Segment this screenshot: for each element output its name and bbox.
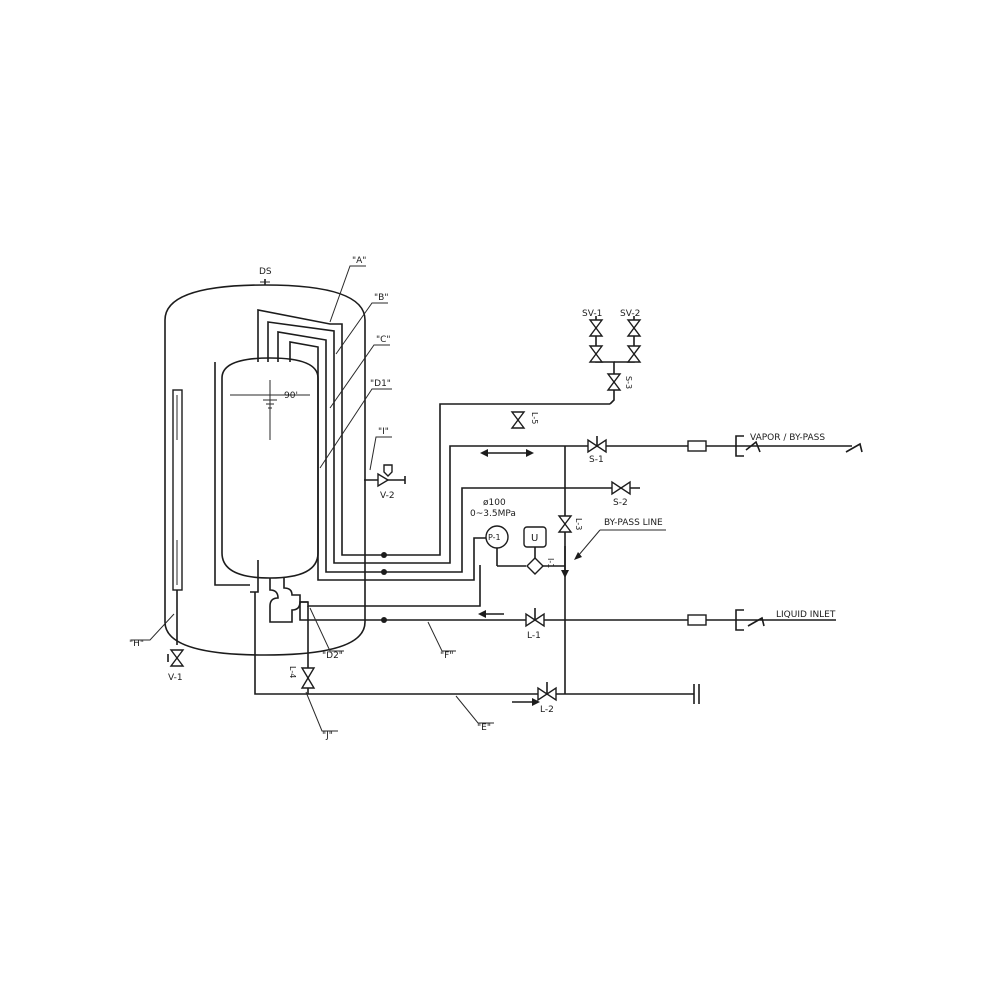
callout-a: "A" (352, 256, 366, 266)
drain-line (254, 592, 700, 706)
inner-piping (214, 309, 720, 623)
vapor-bypass-label: VAPOR / BY-PASS (750, 433, 825, 443)
callout-d2: "D2" (322, 651, 343, 661)
valve-l1-label: L-1 (527, 631, 541, 641)
valve-v2[interactable] (364, 464, 406, 488)
valve-l3[interactable] (557, 515, 573, 533)
junction-dot (381, 617, 387, 623)
valve-v2-label: V-2 (380, 491, 395, 501)
junction-dot (381, 569, 387, 575)
flow-arrows (478, 449, 569, 618)
valve-s1-label: S-1 (589, 455, 604, 465)
valve-sv2[interactable] (626, 319, 642, 363)
gauge-size-label: ø100 (483, 498, 506, 508)
right-piping (564, 316, 852, 694)
junction-dots (381, 552, 387, 623)
level-indicator-label: U (531, 533, 538, 544)
valve-v1-label: V-1 (168, 673, 183, 683)
callouts: "A" "B" "C" "D1" "I" "H" "D2" "F" "E" "J… (129, 256, 494, 741)
valve-l5-label: L-5 (530, 412, 539, 424)
callout-b: "B" (374, 293, 388, 303)
valve-s2-label: S-2 (613, 498, 628, 508)
ds-label: DS (259, 267, 272, 277)
valve-l1[interactable] (525, 608, 545, 628)
valve-i1[interactable] (526, 557, 544, 575)
valve-i1-label: I-1 (546, 558, 555, 568)
bypass-line-label: BY-PASS LINE (604, 518, 663, 528)
valve-l3-label: L-3 (574, 518, 583, 530)
callout-f: "F" (440, 651, 453, 661)
liquid-filter (687, 609, 765, 631)
callout-h: "H" (129, 639, 144, 649)
l4-line: L-4 (288, 606, 316, 694)
callout-e: "E" (477, 723, 491, 733)
valve-s3-label: S-3 (624, 376, 633, 389)
vapor-filter (687, 435, 863, 457)
valve-l4-label: L-4 (288, 666, 297, 678)
callout-d1: "D1" (370, 379, 391, 389)
callout-c: "C" (376, 335, 391, 345)
liquid-inlet-label: LIQUID INLET (776, 610, 836, 620)
valve-l4-symbol[interactable] (300, 667, 316, 689)
gauge-range-label: 0~3.5MPa (470, 509, 516, 519)
valve-s2[interactable] (611, 480, 631, 496)
level-gauge: V-1 (167, 389, 185, 683)
valve-s1[interactable] (587, 436, 607, 454)
valve-l2-label: L-2 (540, 705, 554, 715)
valve-l5[interactable] (510, 411, 526, 429)
valve-sv1[interactable] (588, 319, 604, 363)
liquid-level-label: 90' (284, 391, 298, 401)
valve-sv1-label: SV-1 (582, 309, 602, 319)
pressure-gauge-label: P-1 (488, 533, 501, 542)
valve-sv2-label: SV-2 (620, 309, 640, 319)
valve-l2[interactable] (537, 682, 557, 702)
valve-v1-symbol[interactable] (167, 649, 185, 667)
inner-vessel: 90' (221, 357, 319, 579)
callout-i: "I" (378, 427, 389, 437)
outer-vessel: DS (164, 267, 366, 656)
pressure-gauge[interactable]: P-1 (485, 525, 509, 549)
junction-dot (381, 552, 387, 558)
level-indicator[interactable]: U (523, 526, 547, 548)
callout-j: "J" (322, 731, 333, 741)
valve-s3[interactable] (606, 373, 622, 391)
